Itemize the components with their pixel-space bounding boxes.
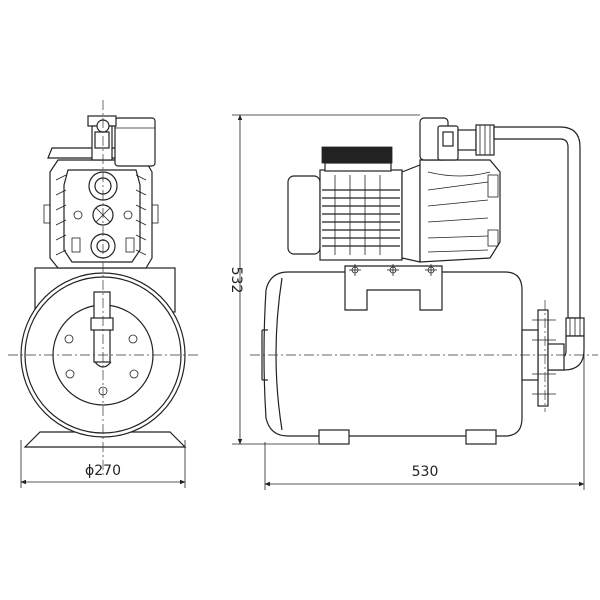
tank-flange <box>537 309 549 407</box>
front-width-dimension: ϕ270 <box>85 463 121 479</box>
terminal-box <box>321 146 393 164</box>
pump-body-front <box>49 159 153 269</box>
front-view: ϕ270 <box>8 100 198 488</box>
height-dimension: 532 <box>228 267 244 294</box>
motor-housing <box>319 169 403 261</box>
flange-bolts <box>64 315 139 396</box>
mounting-bracket <box>344 265 443 311</box>
pressure-switch-box <box>114 117 156 167</box>
motor-end-cap <box>287 175 321 255</box>
pressure-tank-body <box>263 271 523 437</box>
side-width-dimension: 530 <box>412 464 439 480</box>
side-view: 530 532 <box>228 114 598 490</box>
